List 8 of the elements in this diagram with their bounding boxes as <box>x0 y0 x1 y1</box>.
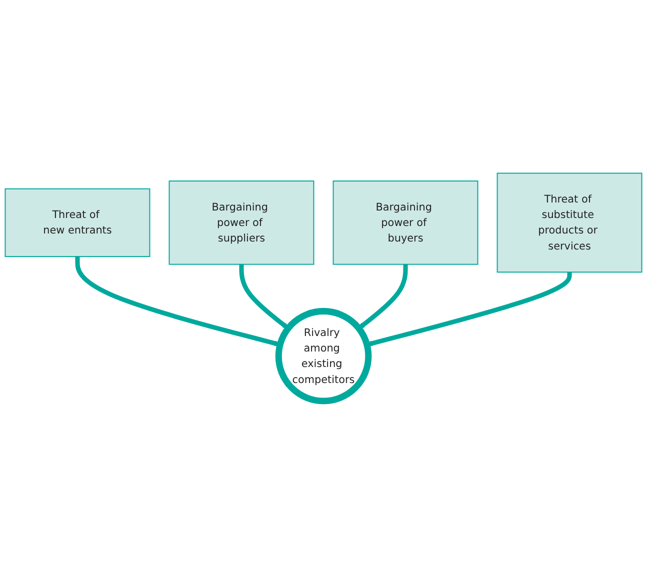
node-box: Threat of substitute products or services <box>496 173 642 274</box>
node-box: Threat of new entrants <box>4 188 150 258</box>
node-box: Bargaining power of buyers <box>332 180 478 266</box>
arrow <box>75 256 280 347</box>
arrow <box>358 264 408 329</box>
node-circle: Rivalry among existing competitors <box>275 308 372 405</box>
arrow <box>239 264 288 329</box>
node-box: Bargaining power of suppliers <box>168 180 314 266</box>
